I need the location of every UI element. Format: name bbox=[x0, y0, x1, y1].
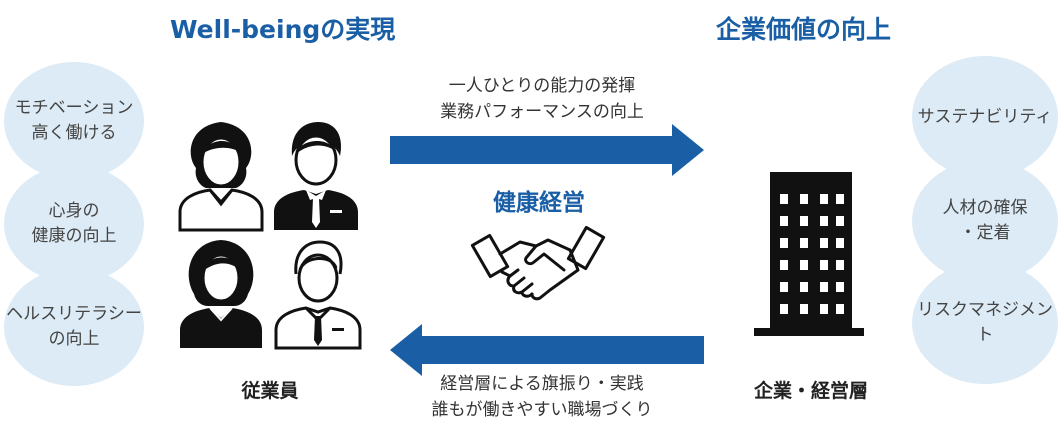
left-heading: Well-beingの実現 bbox=[170, 15, 396, 44]
woman-dark-icon bbox=[180, 240, 262, 348]
bubble-text: リスクマネジメント bbox=[917, 300, 1053, 345]
bottom-arrow-caption: 経営層による旗振り・実践 誰もが働きやすい職場づくり bbox=[431, 374, 653, 420]
top-arrow-caption: 一人ひとりの能力の発揮 業務パフォーマンスの向上 bbox=[440, 76, 644, 122]
right-bubble-risk: リスクマネジメント bbox=[912, 262, 1058, 384]
bubble-text: 人材の確保 ・定着 bbox=[942, 198, 1028, 243]
bubble-text: ヘルスリテラシー の向上 bbox=[6, 304, 142, 349]
bubble-text: サステナビリティ bbox=[917, 106, 1053, 127]
left-arrow-icon bbox=[390, 324, 704, 376]
office-building-icon bbox=[754, 172, 864, 336]
handshake-icon bbox=[470, 225, 606, 301]
right-bubble-talent: 人材の確保 ・定着 bbox=[912, 160, 1058, 282]
bubble-text: モチベーション 高く働ける bbox=[14, 98, 134, 143]
woman-icon bbox=[178, 122, 264, 232]
right-bubble-sustainability: サステナビリティ bbox=[912, 56, 1058, 178]
employees-label: 従業員 bbox=[241, 380, 299, 402]
businessman-icon bbox=[274, 122, 358, 230]
right-arrow-icon bbox=[390, 124, 704, 176]
left-bubble-literacy: ヘルスリテラシー の向上 bbox=[4, 268, 144, 386]
left-bubble-health: 心身の 健康の向上 bbox=[4, 165, 144, 283]
center-title: 健康経営 bbox=[493, 190, 585, 216]
businessman-light-icon bbox=[274, 240, 362, 350]
bubble-text: 心身の 健康の向上 bbox=[31, 201, 117, 246]
right-heading: 企業価値の向上 bbox=[716, 15, 892, 44]
management-label: 企業・経営層 bbox=[753, 380, 868, 402]
left-bubble-motivation: モチベーション 高く働ける bbox=[4, 62, 144, 180]
